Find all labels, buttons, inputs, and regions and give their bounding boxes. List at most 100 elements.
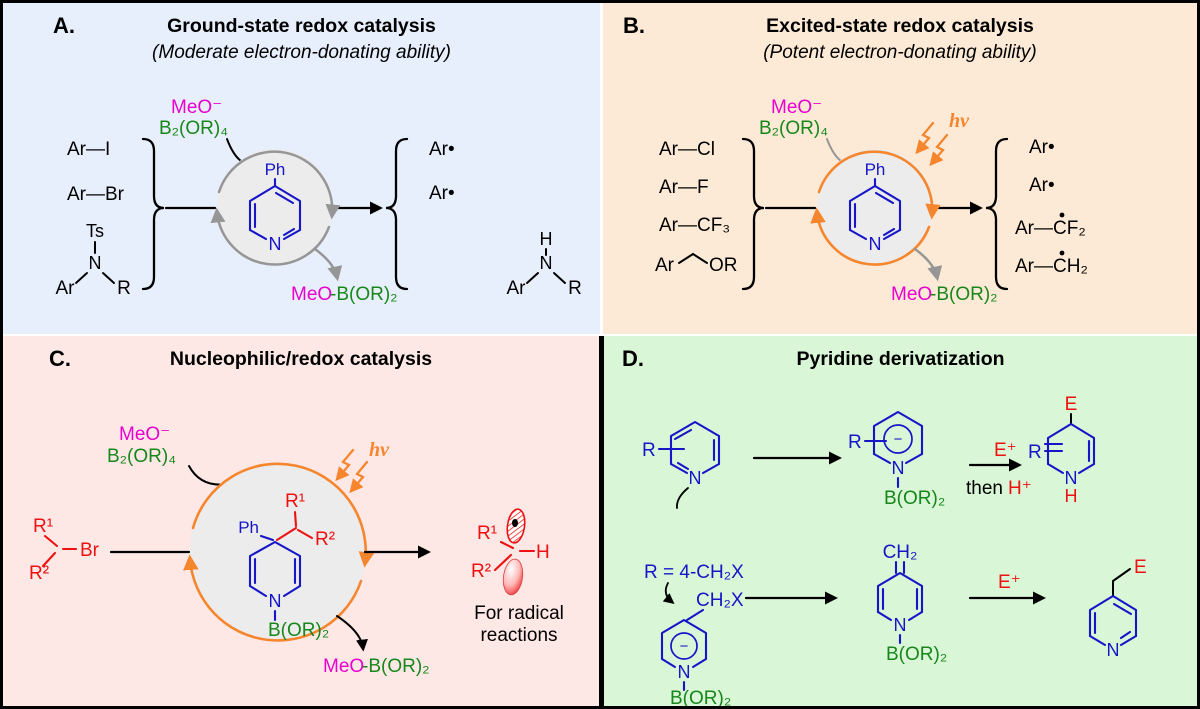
svg-text:MeO: MeO xyxy=(323,656,364,677)
cycle-arc-top xyxy=(217,150,341,220)
methoxide-label: MeO⁻ xyxy=(119,424,170,445)
panel-d-scheme: R N R = 4-CH₂X CH₂X xyxy=(642,394,1147,706)
svg-text:Ph: Ph xyxy=(265,160,286,179)
svg-text:N: N xyxy=(1107,640,1120,660)
svg-text:Ar: Ar xyxy=(507,278,527,299)
byproduct-exit-arrow xyxy=(313,247,343,282)
byproduct-exit-arrow xyxy=(913,247,943,282)
svg-text:B(OR)₂: B(OR)₂ xyxy=(268,620,329,641)
pyridine-substrate: R N xyxy=(642,420,721,488)
catalytic-cycle-b: Ph N xyxy=(810,149,941,266)
svg-text:Ph: Ph xyxy=(238,518,259,537)
photoexcitation: hν xyxy=(915,110,970,167)
panel-b: B. Excited-state redox catalysis (Potent… xyxy=(603,3,1197,334)
byproduct-label-b: MeO -B(OR)₂ xyxy=(891,284,998,305)
svg-text:R²: R² xyxy=(29,563,49,584)
svg-text:N: N xyxy=(269,591,282,611)
panel-d: D. Pyridine derivatization R N R = 4-CH₂… xyxy=(604,336,1197,706)
svg-text:N: N xyxy=(1065,468,1078,488)
svg-text:B(OR)₂: B(OR)₂ xyxy=(886,644,947,665)
substrate-brace xyxy=(141,137,165,291)
product-aryl-radical-2: Ar• xyxy=(1029,175,1055,196)
methoxide-label: MeO⁻ xyxy=(771,97,822,118)
product-difluoromethyl-radical: Ar—CF₂ xyxy=(1015,212,1086,239)
panel-c-header: Nucleophilic/redox catalysis xyxy=(3,348,599,371)
panel-d-label: D. xyxy=(622,346,644,371)
electrophile-label: E⁺ xyxy=(994,440,1017,461)
radical-caption: For radical reactions xyxy=(474,603,564,646)
product-aryl-radical-1: Ar• xyxy=(429,139,455,160)
svg-text:R: R xyxy=(642,440,656,461)
svg-text:CH₂: CH₂ xyxy=(883,542,918,563)
svg-text:Ts: Ts xyxy=(86,221,104,241)
pyridine-catalyst-a: Ph N xyxy=(248,160,302,254)
svg-text:N: N xyxy=(540,253,553,273)
svg-text:H: H xyxy=(540,229,553,249)
substrate-list-a: Ar—I Ar—Br Ts N Ar R xyxy=(56,137,165,299)
substrate-list-b: Ar—Cl Ar—F Ar—CF₃ Ar OR xyxy=(655,137,765,291)
electrophile-label: E⁺ xyxy=(998,572,1021,593)
svg-text:E: E xyxy=(1065,394,1078,415)
panel-a-title: Ground-state redox catalysis xyxy=(167,15,436,37)
radical-electron-dot xyxy=(512,519,518,527)
panel-a-subtitle: (Moderate electron-donating ability) xyxy=(152,42,451,63)
substrate-brace xyxy=(741,137,765,291)
svg-text:Ar—CH₂: Ar—CH₂ xyxy=(1015,256,1088,277)
svg-text:Br: Br xyxy=(80,540,100,561)
svg-text:R²: R² xyxy=(471,561,491,582)
substrate-benzyl-ether: Ar OR xyxy=(655,253,738,276)
diboron-label: B₂(OR)₄ xyxy=(107,446,176,467)
orbital-lower-lobe xyxy=(502,558,524,596)
radical-dot xyxy=(1059,212,1065,218)
electrophile-step-1: E⁺ then H⁺ xyxy=(966,440,1032,499)
svg-text:MeO: MeO xyxy=(891,284,932,305)
svg-text:Ph: Ph xyxy=(865,160,886,179)
cycle-arc-top xyxy=(817,150,941,220)
product-brace xyxy=(985,137,1009,291)
svg-text:B(OR)₂: B(OR)₂ xyxy=(884,488,945,509)
svg-text:reactions: reactions xyxy=(480,625,557,646)
svg-text:N: N xyxy=(689,468,702,488)
panel-a-label: A. xyxy=(53,13,75,38)
product-aryl-radical-1: Ar• xyxy=(1029,137,1055,158)
lightning-icon xyxy=(929,133,949,167)
panel-a-scheme: Ar—I Ar—Br Ts N Ar R MeO⁻ B₂(OR)₄ xyxy=(56,97,582,305)
svg-text:N: N xyxy=(894,615,907,635)
svg-text:-B(OR)₂: -B(OR)₂ xyxy=(362,656,430,677)
hv-label: hν xyxy=(949,110,970,132)
pyridine-catalyst-b: Ph N xyxy=(848,160,902,254)
svg-text:For radical: For radical xyxy=(474,603,564,624)
ch2x-label: CH₂X xyxy=(696,590,744,611)
then-label: then xyxy=(966,478,1003,499)
svg-text:R: R xyxy=(568,278,582,299)
substrate-ar-i: Ar—I xyxy=(67,139,110,160)
reagent-entry-curve xyxy=(826,138,842,162)
svg-text:N: N xyxy=(89,253,102,273)
svg-text:OR: OR xyxy=(709,255,738,276)
panel-b-title: Excited-state redox catalysis xyxy=(766,15,1034,37)
panel-c: C. Nucleophilic/redox catalysis MeO⁻ B₂(… xyxy=(3,336,599,706)
svg-text:R: R xyxy=(117,278,131,299)
reagent-entry-curve xyxy=(226,138,242,162)
methylene-dihydropyridine: CH₂ N B(OR)₂ xyxy=(876,542,947,665)
r-definition-label: R = 4-CH₂X xyxy=(644,562,744,583)
panel-b-subtitle: (Potent electron-donating ability) xyxy=(763,42,1037,63)
lightning-icon xyxy=(915,121,935,155)
substrate-sulfonamide: Ts N Ar R xyxy=(56,221,131,299)
panel-c-label: C. xyxy=(49,346,71,371)
svg-text:−: − xyxy=(680,638,689,655)
substrate-ar-f: Ar—F xyxy=(659,177,709,198)
pyridyl-anion-adduct: R − N B(OR)₂ xyxy=(848,410,945,509)
panel-d-title: Pyridine derivatization xyxy=(796,348,1005,370)
panel-d-header: Pyridine derivatization xyxy=(604,348,1197,371)
svg-text:N: N xyxy=(869,234,882,254)
svg-text:Ar: Ar xyxy=(655,255,675,276)
svg-text:R²: R² xyxy=(315,529,335,550)
diboron-label: B₂(OR)₄ xyxy=(159,118,228,139)
svg-text:−: − xyxy=(894,431,903,448)
dihydropyridine-product: E R N H xyxy=(1028,394,1096,506)
svg-text:B(OR)₂: B(OR)₂ xyxy=(670,688,731,706)
panel-c-title: Nucleophilic/redox catalysis xyxy=(169,348,433,370)
byproduct-exit-arrow xyxy=(336,615,368,652)
